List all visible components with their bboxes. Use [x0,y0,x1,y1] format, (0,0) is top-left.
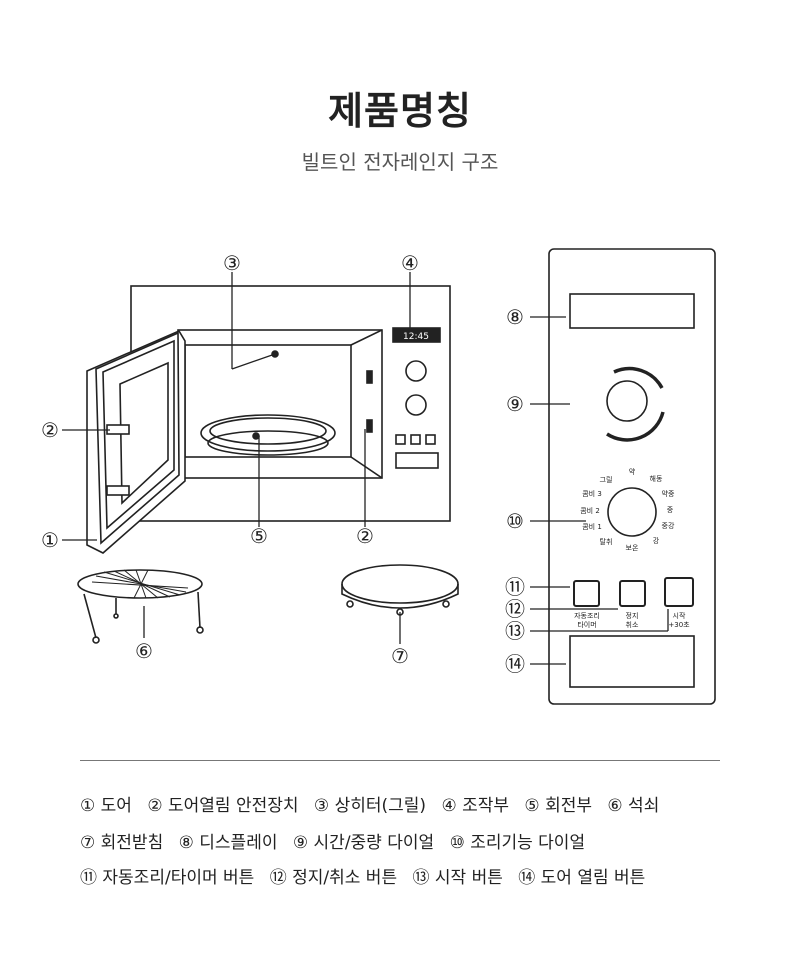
callout-9: ⑨ [506,392,524,416]
callout-8: ⑧ [506,305,524,329]
body-button [425,434,436,445]
body-knob-top [405,360,427,382]
legend-item: ⑪ 자동조리/타이머 버튼 [80,868,255,888]
callout-11: ⑪ [505,575,525,599]
callout-5: ⑤ [250,524,268,548]
auto-cook-timer-button [573,580,600,607]
dial-label: 콤비 1 [582,522,602,531]
door-latch-top [106,424,130,435]
page-subtitle: 빌트인 전자레인지 구조 [301,150,499,174]
callout-4: ④ [401,251,419,275]
callout-3: ③ [223,251,241,275]
door-window [119,361,169,505]
legend-row-3: ⑪ 자동조리/타이머 버튼 ⑫ 정지/취소 버튼 ⑬ 시작 버튼 ⑭ 도어 열림… [80,863,740,888]
page-title: 제품명칭 [328,89,472,133]
dial-label: 강 [653,536,660,545]
start-button [664,577,694,607]
legend-item: ⑫ 정지/취소 버튼 [269,868,398,888]
control-panel [548,248,716,705]
legend-item: ③ 상히터(그릴) [313,796,427,816]
stop-cancel-button [619,580,646,607]
time-weight-dial [606,380,648,422]
divider [80,760,720,761]
body-button [395,434,406,445]
body-knob-bottom [405,394,427,416]
wire-rack [77,569,204,644]
body-door-button [395,452,439,469]
latch-slot [366,419,373,433]
body-display-time: 12:45 [403,332,429,342]
legend-item: ⑨ 시간/중량 다이얼 [292,833,435,853]
stop-label: 정지 [626,611,639,620]
door-latch-bottom [106,485,130,496]
cavity-edge [350,329,383,346]
timer-label: 타이머 [577,620,596,629]
dial-arc-top [613,366,664,389]
legend-item: ⑬ 시작 버튼 [412,868,503,888]
legend-item: ⑧ 디스플레이 [178,833,278,853]
legend-item: ⑭ 도어 열림 버튼 [518,868,646,888]
turntable-support [341,564,459,616]
callout-12: ⑫ [505,597,525,621]
dial-label: 약중 [662,489,675,498]
door [86,329,186,554]
cooking-dial [607,487,657,537]
callout-6: ⑥ [135,639,153,663]
plus30-label: +30초 [668,621,690,629]
dial-label: 콤비 3 [582,489,602,498]
legend-item: ① 도어 [80,796,132,816]
callout-14: ⑭ [505,652,525,676]
dial-label: 중강 [662,521,675,530]
auto-cook-label: 자동조리 [574,611,600,620]
turntable-marker [252,432,260,440]
callout-7: ⑦ [391,644,409,668]
legend-item: ⑦ 회전받침 [80,833,164,853]
dial-label: 그릴 [600,476,613,484]
panel-display [569,293,695,329]
dial-label: 중 [667,506,674,514]
door-glass [102,339,175,530]
legend-row-2: ⑦ 회전받침 ⑧ 디스플레이 ⑨ 시간/중량 다이얼 ⑩ 조리기능 다이얼 [80,828,740,853]
cavity-edge [350,456,383,479]
callout-2-latch: ② [356,524,374,548]
legend-item: ② 도어열림 안전장치 [147,796,299,816]
door-open-button [569,635,695,688]
callout-2-door: ② [41,418,59,442]
dial-label: 콤비 2 [580,506,600,515]
legend-item: ⑥ 석쇠 [607,796,660,816]
cancel-label: 취소 [626,621,639,629]
leader-lines [62,272,669,665]
callout-10: ⑩ [506,509,524,533]
dial-label: 해동 [650,474,663,483]
turntable-plate [200,414,336,452]
turntable-inner [209,417,327,445]
legend-row-1: ① 도어 ② 도어열림 안전장치 ③ 상히터(그릴) ④ 조작부 ⑤ 회전부 ⑥… [80,791,740,816]
turntable-base [207,430,329,456]
legend-item: ⑩ 조리기능 다이얼 [449,833,586,853]
legend-item: ⑤ 회전부 [524,796,592,816]
dial-label: 탈취 [600,538,613,546]
dial-arc-bottom [606,411,665,442]
door-inner-frame [95,331,180,545]
start-label: 시작 [673,611,686,620]
legend-item: ④ 조작부 [441,796,510,816]
callout-1: ① [41,528,59,552]
callout-13: ⑬ [505,619,525,643]
dial-label: 보온 [626,544,639,552]
body-display [392,327,441,343]
latch-slot [366,370,373,384]
dial-label: 약 [629,467,636,476]
body-button [410,434,421,445]
